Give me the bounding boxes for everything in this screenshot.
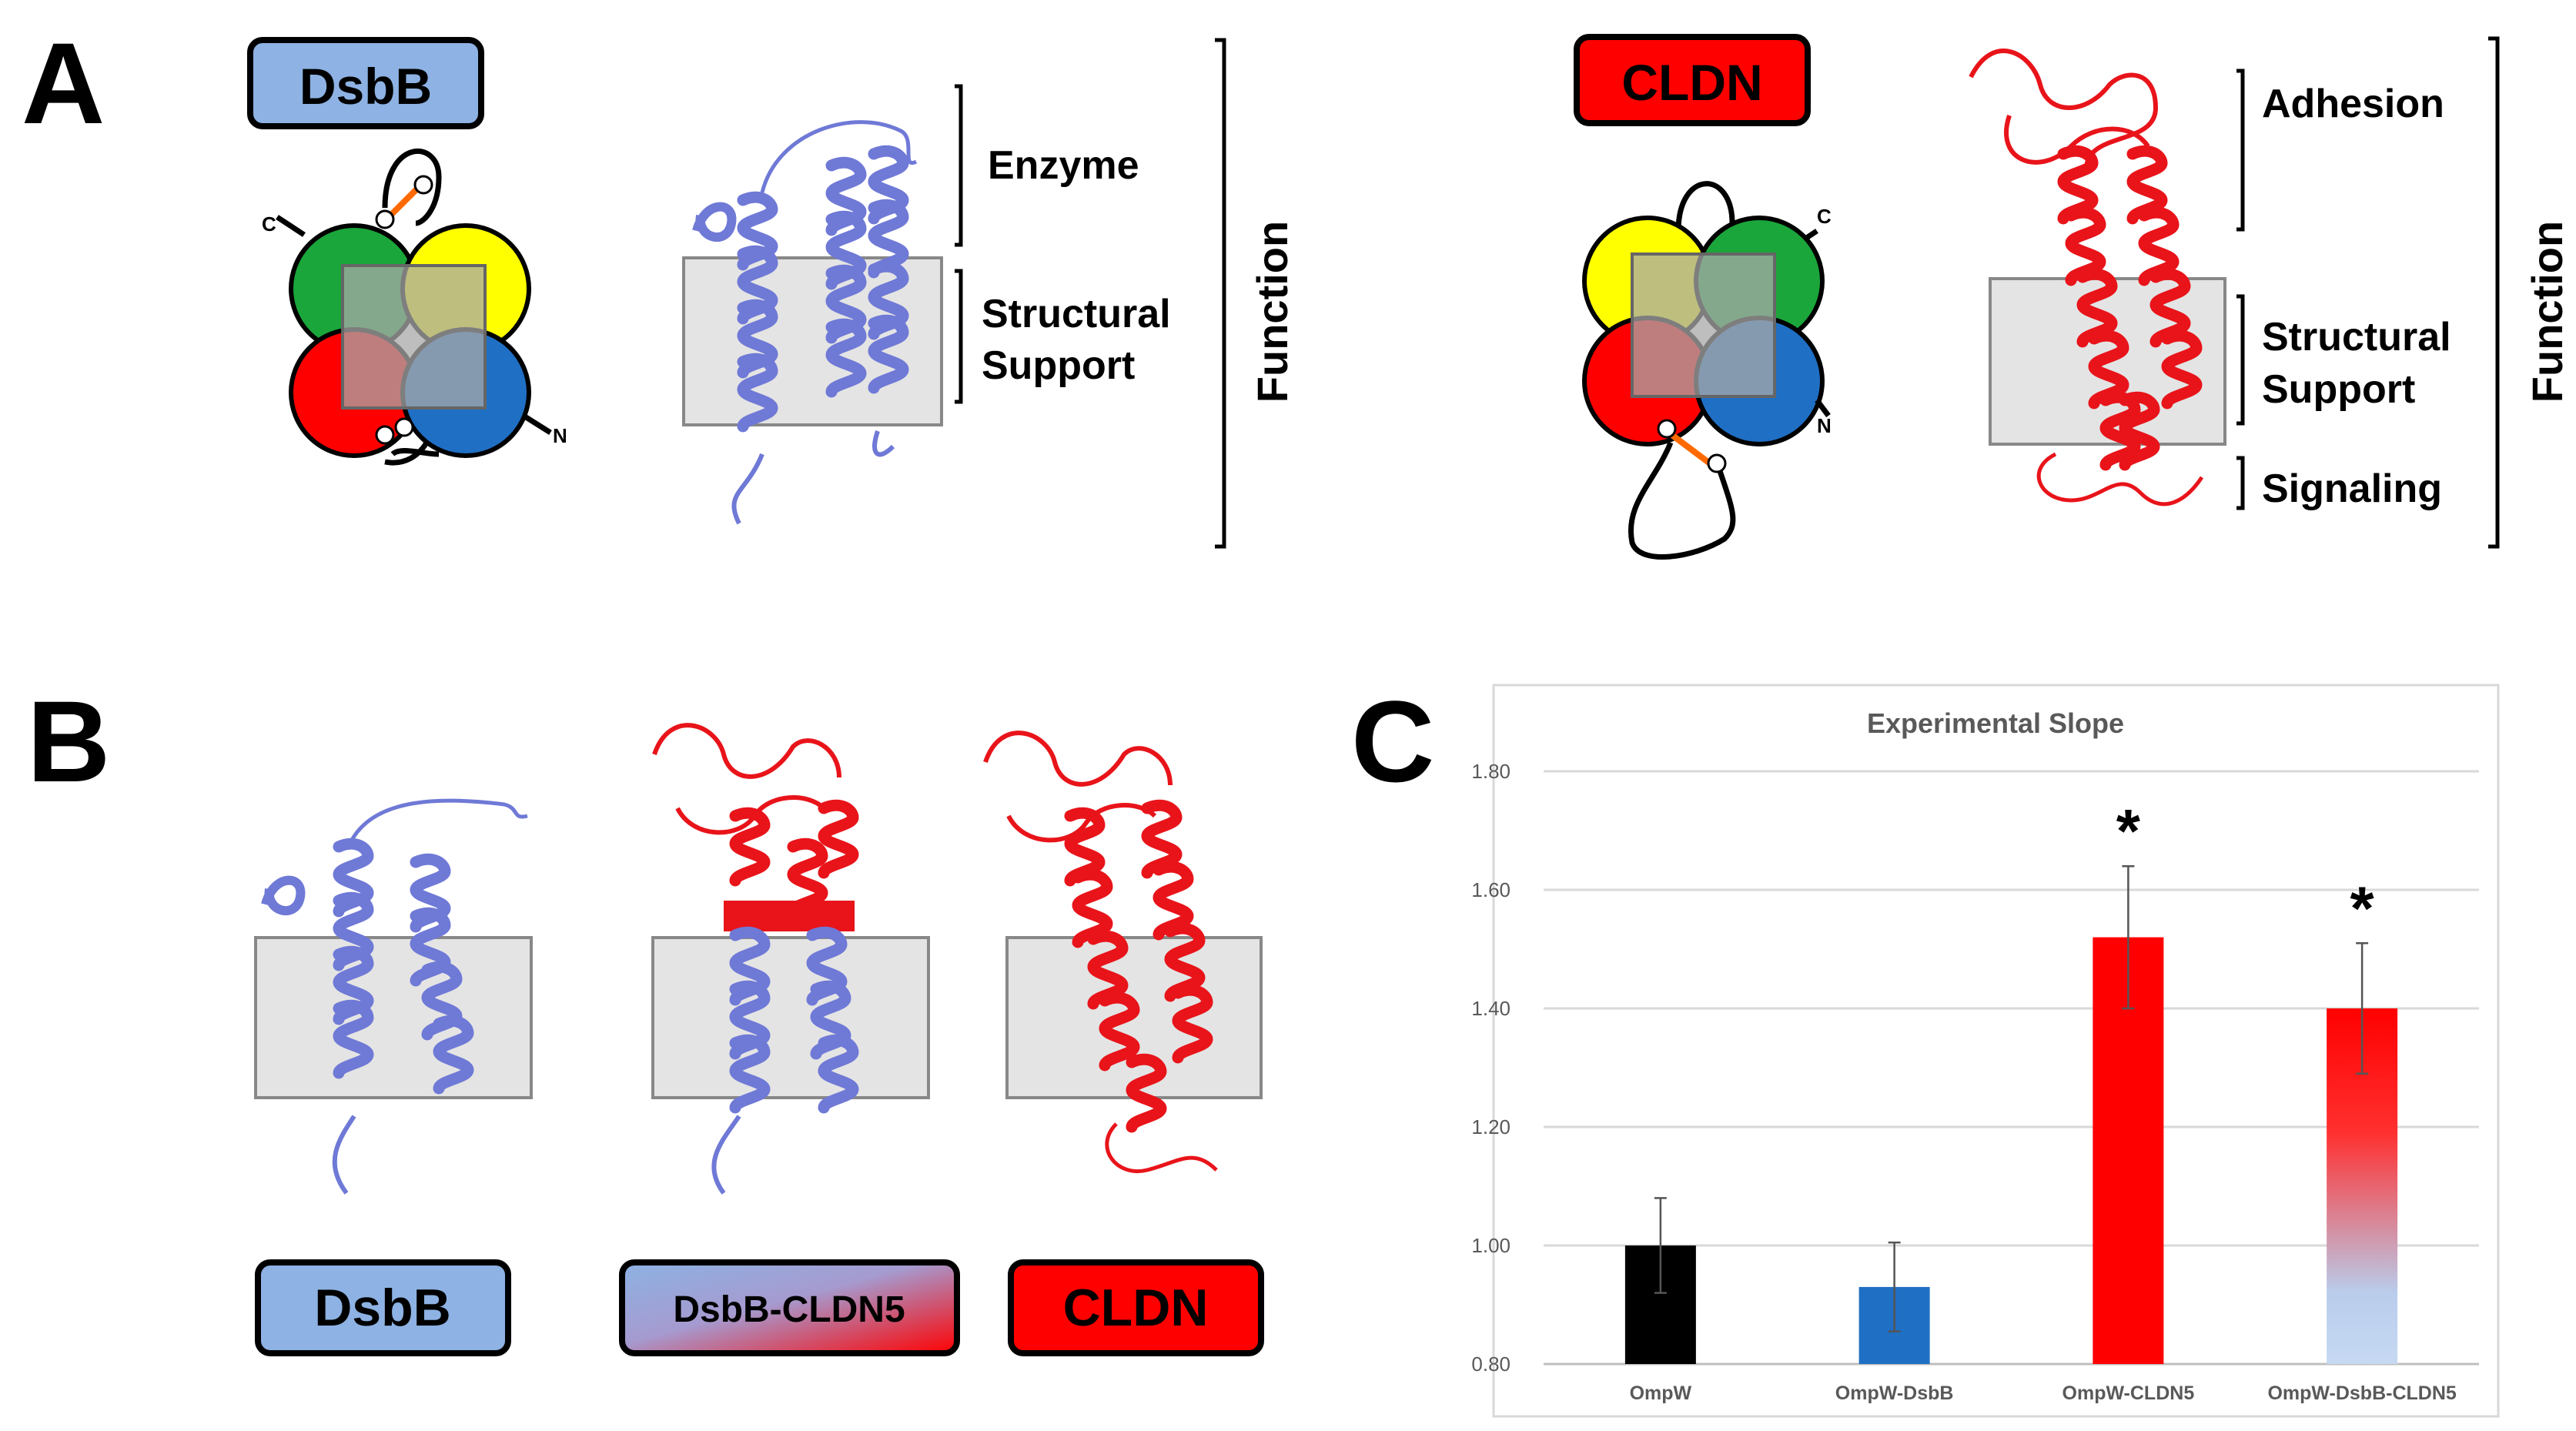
b-dsbb-structure: [254, 798, 533, 1195]
cldn-signaling-label: Signaling: [2262, 466, 2442, 511]
y-tick-label: 1.60: [1471, 878, 1510, 901]
panel-b: B: [27, 677, 1264, 1356]
dsbb-topo-c: C: [262, 212, 276, 236]
chart-x-axis: OmpW OmpW-DsbB OmpW-CLDN5 OmpW-DsbB-CLDN5: [1630, 1383, 2457, 1404]
cldn-label: CLDN: [1621, 54, 1762, 111]
panel-c-letter: C: [1351, 677, 1434, 806]
dsbb-structural-label: Structural: [982, 292, 1171, 336]
cldn-support-label: Support: [2262, 367, 2415, 412]
b-cldn-label: CLDN: [1063, 1279, 1209, 1337]
y-tick-label: 1.20: [1471, 1115, 1510, 1138]
chart-y-axis: 0.80 1.00 1.20 1.40 1.60 1.80: [1471, 760, 1510, 1376]
panel-c: C Experimental Slope 0.80 1.00 1.20 1.40 1.6…: [1351, 677, 2500, 1418]
cldn-topo-c: C: [1817, 205, 1832, 228]
y-tick-label: 0.80: [1471, 1352, 1510, 1376]
cldn-topology-diagram: C N: [1582, 181, 1832, 560]
y-tick-label: 1.00: [1471, 1234, 1510, 1257]
cldn-label-box: [1574, 34, 1811, 126]
dsbb-support-label: Support: [982, 343, 1135, 388]
dsbb-enzyme-label: Enzyme: [988, 143, 1139, 188]
y-tick-label: 1.80: [1471, 760, 1510, 783]
x-tick-label: OmpW-DsbB: [1835, 1383, 1954, 1404]
b-dsbb-label: DsbB: [314, 1279, 451, 1337]
panel-a-letter: A: [22, 18, 105, 148]
b-cldn-structure: [983, 731, 1263, 1173]
dsbb-function-label: Function: [1248, 221, 1296, 403]
b-cldn-label-box: [1008, 1259, 1264, 1356]
dsbb-topo-n: N: [553, 424, 567, 447]
cldn-brackets: [2236, 36, 2500, 549]
cldn-topo-n: N: [1817, 414, 1832, 437]
cldn-adhesion-label: Adhesion: [2262, 82, 2444, 126]
dsbb-label-box: [247, 37, 484, 129]
cldn-structure: [1969, 48, 2226, 507]
y-tick-label: 1.40: [1471, 997, 1510, 1020]
x-tick-label: OmpW-CLDN5: [2062, 1383, 2195, 1404]
panel-b-letter: B: [27, 677, 110, 806]
significance-marker: *: [2116, 797, 2141, 865]
dsbb-brackets: [955, 38, 1226, 549]
panel-a: A DsbB C N: [22, 18, 2571, 560]
dsbb-label: DsbB: [299, 58, 432, 115]
chart-bars: **: [1624, 797, 2398, 1364]
dsbb-topology-diagram: C N: [262, 149, 567, 466]
significance-marker: *: [2350, 874, 2375, 942]
dsbb-structure: [682, 120, 943, 525]
x-tick-label: OmpW: [1630, 1383, 1692, 1404]
cldn-structural-label: Structural: [2262, 315, 2451, 359]
chart-grid: [1544, 770, 2479, 1366]
b-chimera-label-box: [619, 1259, 960, 1356]
chart-title: Experimental Slope: [1867, 707, 2124, 739]
x-tick-label: OmpW-DsbB-CLDN5: [2267, 1383, 2456, 1404]
b-dsbb-label-box: [255, 1259, 511, 1356]
cldn-function-label: Function: [2523, 221, 2571, 403]
b-chimera-label: DsbB-CLDN5: [673, 1289, 905, 1330]
b-chimera-structure: [651, 723, 930, 1195]
